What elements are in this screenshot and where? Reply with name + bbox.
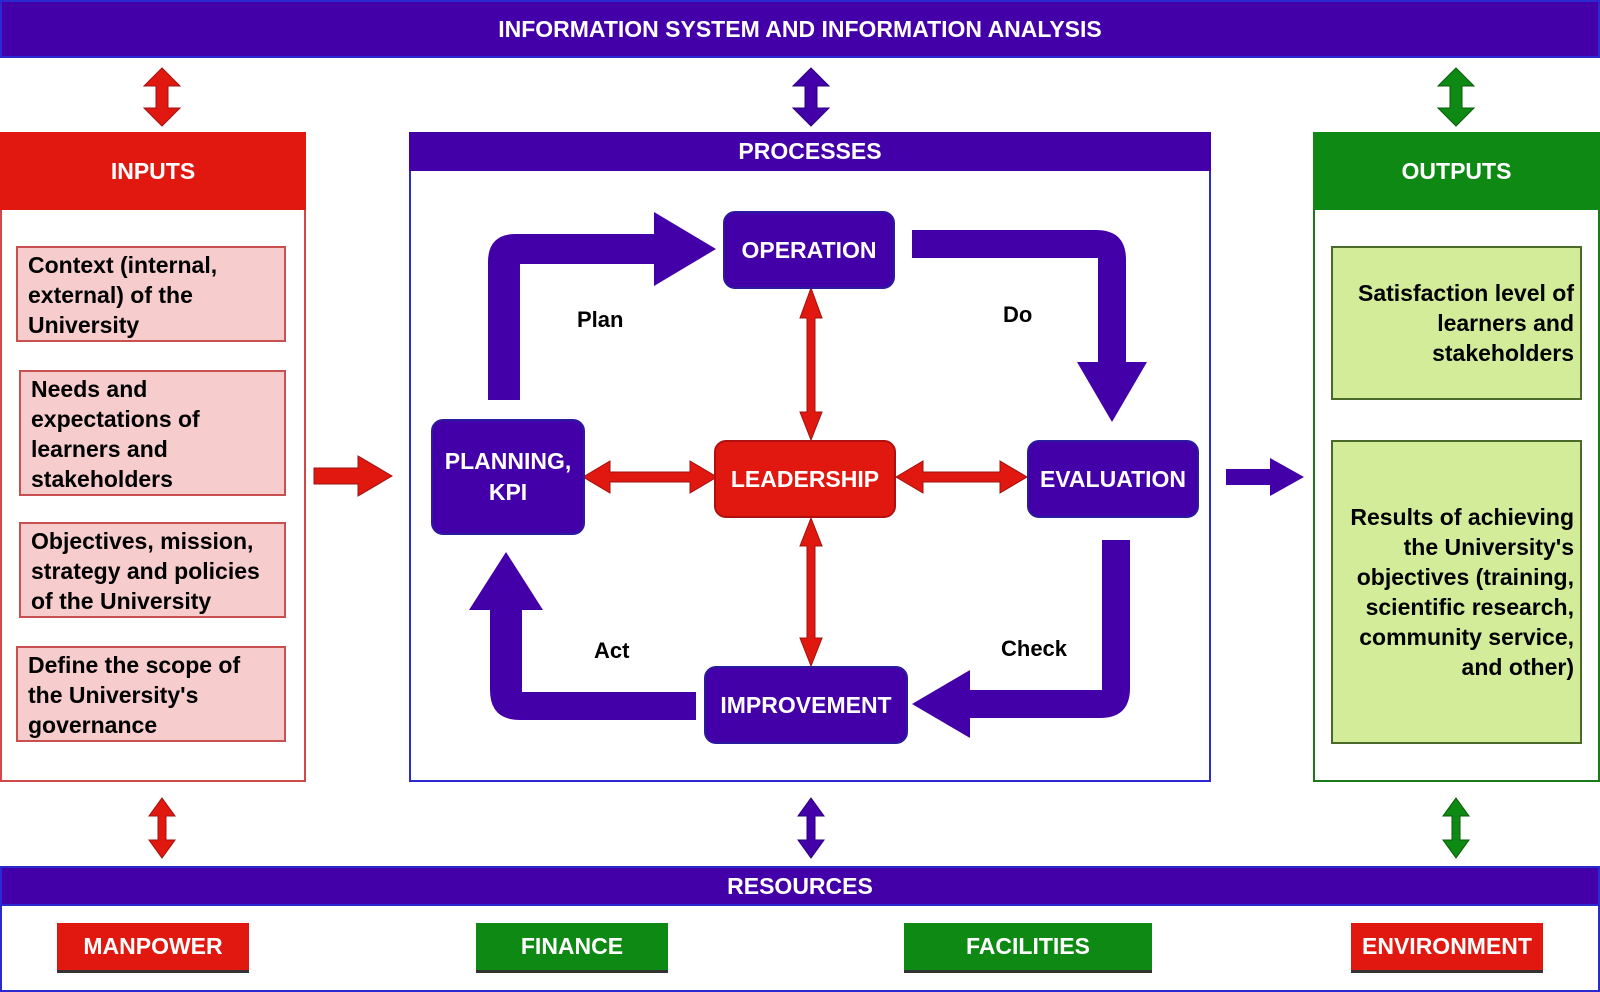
- double-arrow-icon-leadership-operation: [799, 286, 823, 442]
- input-item-text: Define the scope of the University's gov…: [28, 652, 241, 738]
- cycle-label-plan: Plan: [577, 307, 624, 332]
- node-evaluation: EVALUATION: [1027, 440, 1199, 518]
- double-arrow-icon-leadership-improvement: [799, 516, 823, 668]
- processes-header: PROCESSES: [409, 132, 1211, 171]
- input-item-needs: Needs and expectations of learners and s…: [19, 370, 286, 496]
- node-operation-label: OPERATION: [741, 236, 877, 263]
- node-planning-kpi: PLANNING, KPI: [431, 419, 585, 535]
- resources-header: RESOURCES: [0, 866, 1600, 906]
- outputs-header: OUTPUTS: [1313, 132, 1600, 210]
- double-arrow-icon-inputs-top: [142, 67, 182, 127]
- node-improvement: IMPROVEMENT: [704, 666, 908, 744]
- input-item-scope: Define the scope of the University's gov…: [16, 646, 286, 742]
- resource-facilities: FACILITIES: [904, 923, 1152, 973]
- arrow-right-icon-inputs-to-processes: [313, 455, 393, 497]
- node-evaluation-label: EVALUATION: [1039, 465, 1187, 492]
- info-system-banner: INFORMATION SYSTEM AND INFORMATION ANALY…: [0, 0, 1600, 58]
- input-item-objectives: Objectives, mission, strategy and polici…: [19, 522, 286, 618]
- node-leadership: LEADERSHIP: [714, 440, 896, 518]
- node-planning-label: PLANNING, KPI: [444, 448, 572, 505]
- inputs-title: INPUTS: [110, 157, 196, 184]
- input-item-context: Context (internal, external) of the Univ…: [16, 246, 286, 342]
- output-item-text: Satisfaction level of learners and stake…: [1357, 280, 1574, 366]
- resource-manpower: MANPOWER: [57, 923, 249, 973]
- input-item-text: Objectives, mission, strategy and polici…: [31, 528, 260, 614]
- double-arrow-icon-inputs-bottom: [148, 797, 176, 859]
- outputs-title: OUTPUTS: [1401, 157, 1512, 184]
- cycle-label-do: Do: [1003, 302, 1033, 327]
- double-arrow-icon-processes-bottom: [797, 797, 825, 859]
- cycle-arrow-act: [469, 552, 696, 720]
- node-improvement-label: IMPROVEMENT: [720, 691, 892, 718]
- resources-title: RESOURCES: [727, 872, 873, 899]
- double-arrow-icon-outputs-bottom: [1442, 797, 1470, 859]
- arrow-right-icon-processes-to-outputs: [1226, 458, 1304, 496]
- resource-environment: ENVIRONMENT: [1351, 923, 1543, 973]
- double-arrow-icon-leadership-evaluation: [895, 460, 1028, 494]
- node-operation: OPERATION: [723, 211, 895, 289]
- resource-finance: FINANCE: [476, 923, 668, 973]
- resource-label: MANPOWER: [83, 933, 223, 959]
- output-item-satisfaction: Satisfaction level of learners and stake…: [1331, 246, 1582, 400]
- double-arrow-icon-outputs-top: [1436, 67, 1476, 127]
- node-leadership-label: LEADERSHIP: [730, 465, 880, 492]
- cycle-label-check: Check: [1001, 636, 1068, 661]
- resource-label: FINANCE: [520, 933, 624, 959]
- processes-title: PROCESSES: [738, 138, 882, 164]
- resource-label: FACILITIES: [966, 933, 1090, 959]
- cycle-arrow-check: [912, 540, 1130, 738]
- cycle-arrow-plan: [488, 212, 716, 400]
- double-arrow-icon-processes-top: [791, 67, 831, 127]
- cycle-arrow-do: [912, 230, 1147, 422]
- double-arrow-icon-leadership-planning: [582, 460, 718, 494]
- resource-label: ENVIRONMENT: [1362, 933, 1532, 959]
- input-item-text: Needs and expectations of learners and s…: [31, 376, 200, 492]
- output-item-text: Results of achieving the University's ob…: [1350, 504, 1574, 680]
- input-item-text: Context (internal, external) of the Univ…: [28, 252, 218, 338]
- cycle-label-act: Act: [594, 638, 630, 663]
- inputs-header: INPUTS: [0, 132, 306, 210]
- info-system-title: INFORMATION SYSTEM AND INFORMATION ANALY…: [498, 15, 1102, 42]
- output-item-results: Results of achieving the University's ob…: [1331, 440, 1582, 744]
